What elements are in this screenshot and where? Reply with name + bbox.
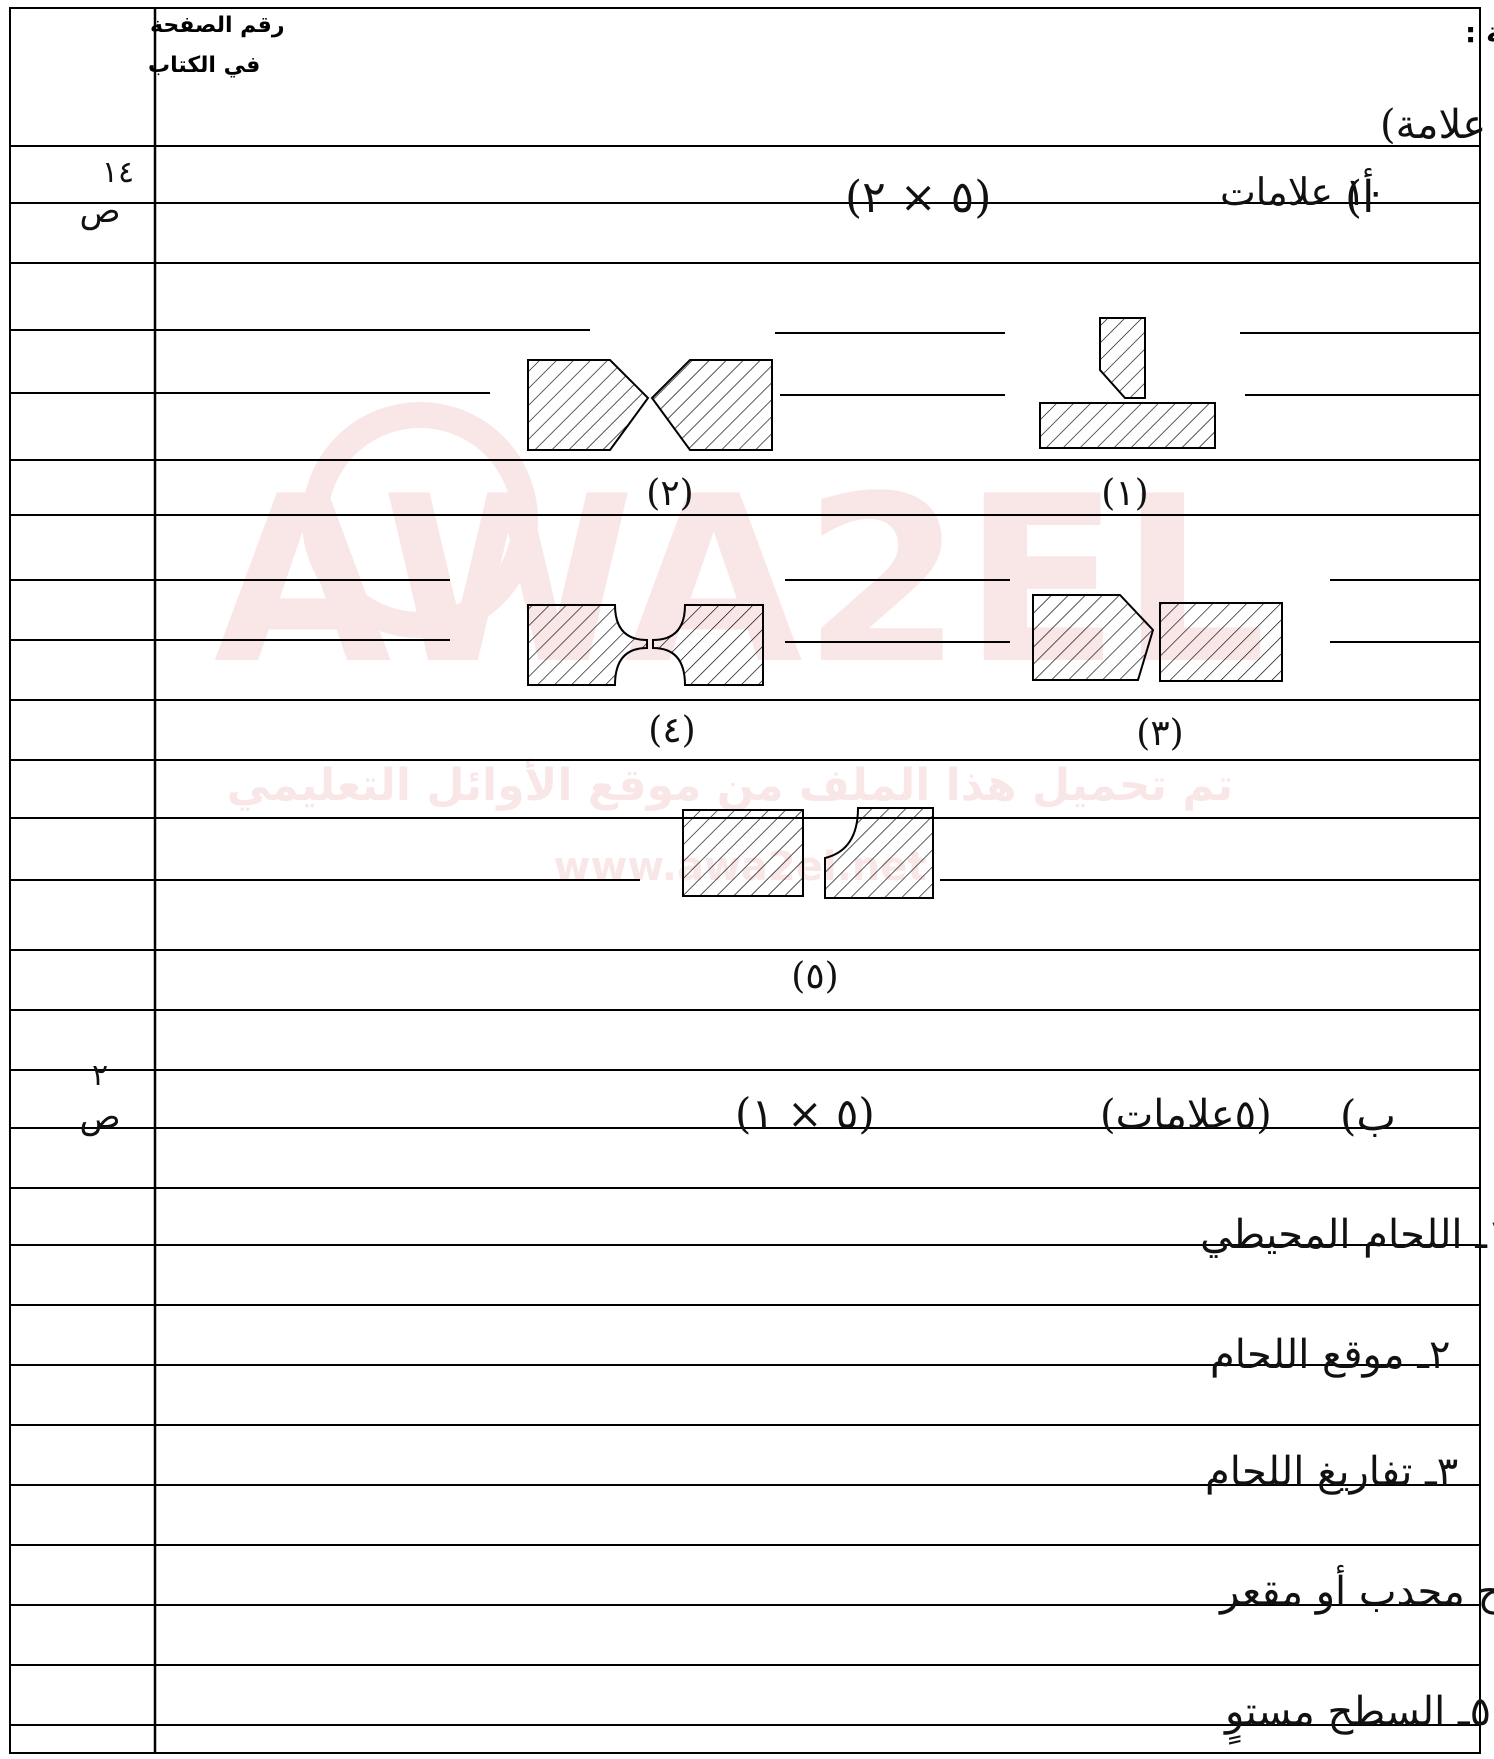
weld-figure-5 — [682, 807, 934, 899]
weld-figure-4 — [527, 604, 764, 686]
question-heading: السؤال الأول (١٥ علامة) — [1380, 99, 1494, 148]
margin-col-header-line1: رقم الصفحة — [150, 13, 285, 38]
part-b-label: ب) — [1340, 1091, 1396, 1140]
part-a-page-ref-number: ١٤ — [102, 155, 134, 190]
part-b-answer-1: ١ـ اللحام المحيطي — [1200, 1212, 1494, 1258]
part-b-page-ref-letter: ص — [79, 1097, 120, 1137]
part-a-scheme: (٥ × ٢) — [845, 172, 991, 223]
figure-label-3: (٣) — [1136, 713, 1183, 754]
part-b-page-ref-number: ٢ — [92, 1058, 108, 1093]
watermark-logo-icon — [302, 402, 538, 638]
weld-figure-3 — [1032, 594, 1283, 682]
part-b-answer-5: ٥ـ السطح مستوٍ — [1223, 1689, 1491, 1745]
part-a-marks: ١٠ علامات — [1220, 170, 1386, 214]
sheet-border — [9, 7, 1481, 1754]
margin-col-header-line2: في الكتاب — [148, 53, 260, 78]
ruled-lines — [10, 145, 1480, 1726]
part-b-answer-4: ٤ـ السطح محدب أو مقعر — [1218, 1564, 1494, 1615]
figure-label-4: (٤) — [648, 710, 695, 751]
part-b-answer-3: ٣ـ تفاريغ اللحام — [1205, 1449, 1458, 1495]
part-b-marks: (٥علامات) — [1100, 1092, 1272, 1138]
watermark-line: تم تحميل هذا الملف من موقع الأوائل التعل… — [227, 758, 1234, 811]
page-title: الإجابة النموذجية : — [1465, 16, 1494, 49]
part-b-answer-2: ٢ـ موقع اللحام — [1210, 1332, 1450, 1378]
figure-label-1: (١) — [1101, 473, 1148, 514]
part-b-scheme: (٥ × ١) — [735, 1089, 875, 1138]
part-a-page-ref-letter: ص — [79, 191, 120, 231]
part-a-label: أ) — [1345, 167, 1374, 223]
weld-figure-2 — [527, 359, 773, 451]
figure-label-5: (٥) — [791, 956, 838, 997]
figure-label-2: (٢) — [646, 473, 693, 514]
weld-figure-1 — [1039, 317, 1216, 449]
